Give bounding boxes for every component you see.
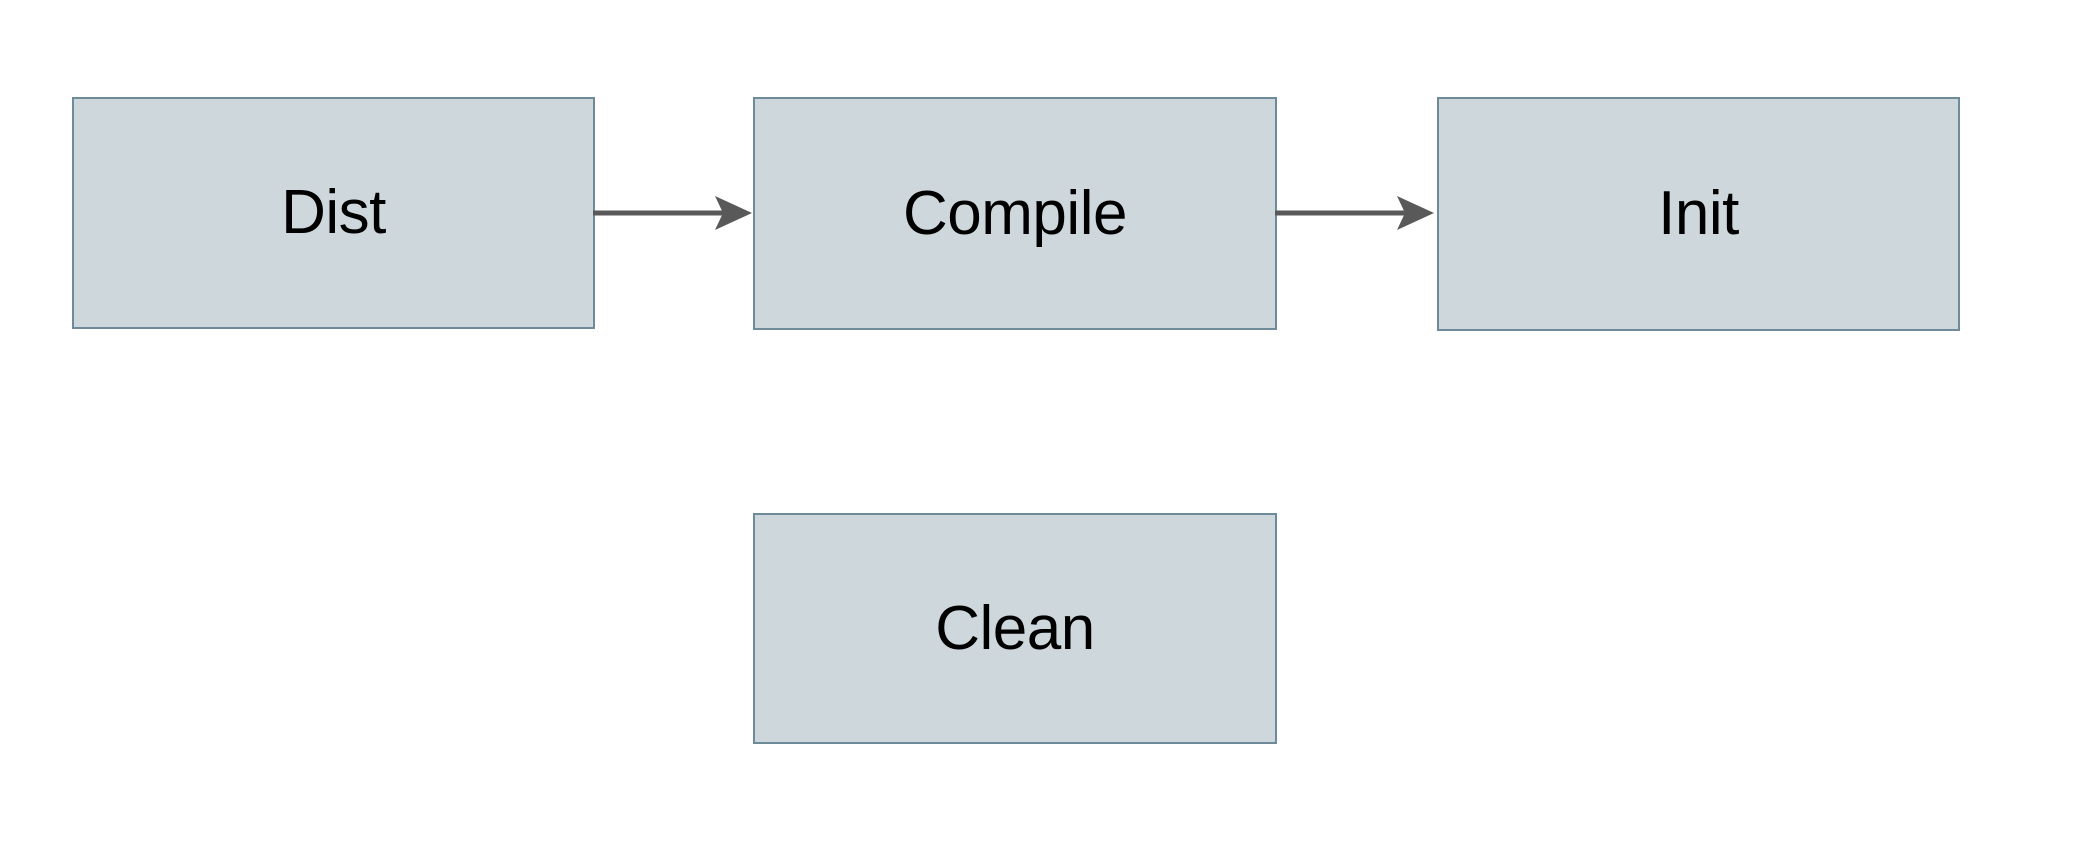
- node-compile-label: Compile: [903, 178, 1127, 248]
- node-compile[interactable]: Compile: [753, 97, 1277, 330]
- edge-dist-to-compile[interactable]: [590, 180, 765, 246]
- node-init[interactable]: Init: [1437, 97, 1960, 331]
- arrowhead-icon: [1397, 196, 1434, 230]
- node-clean-label: Clean: [935, 593, 1095, 663]
- node-init-label: Init: [1658, 179, 1739, 248]
- arrowhead-icon: [715, 196, 752, 230]
- node-dist-label: Dist: [281, 178, 386, 247]
- node-clean[interactable]: Clean: [753, 513, 1277, 744]
- node-dist[interactable]: Dist: [72, 97, 595, 329]
- edge-compile-to-init[interactable]: [1272, 180, 1447, 246]
